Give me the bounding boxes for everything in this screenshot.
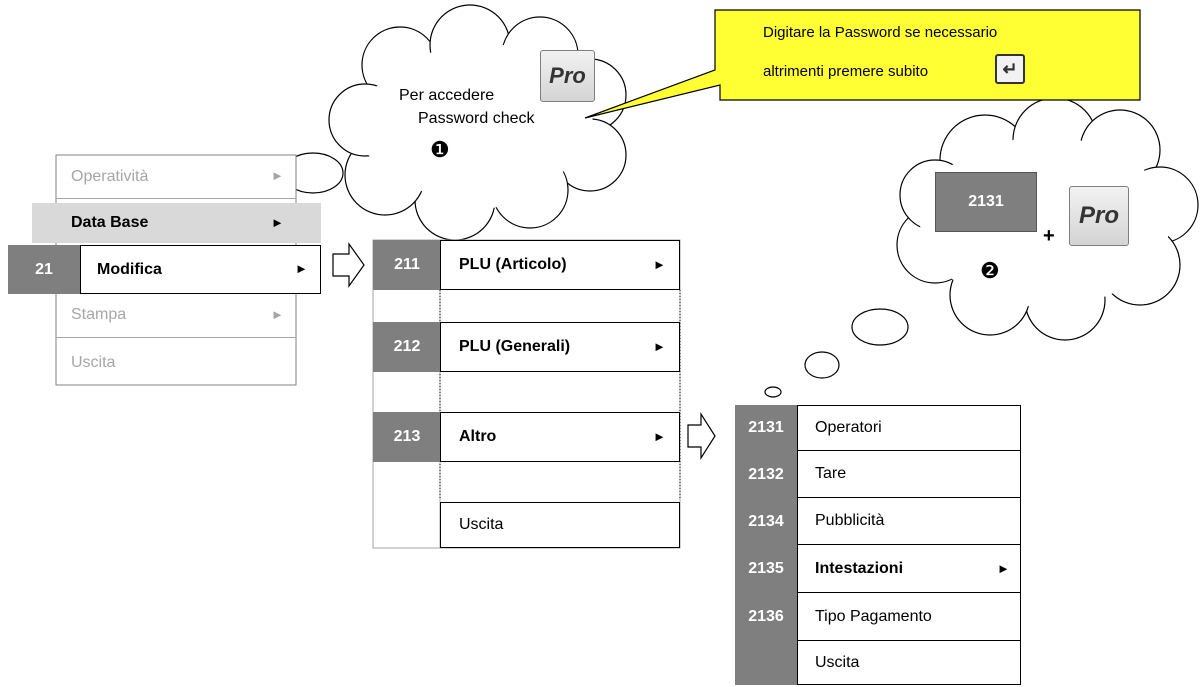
menu-item-label: Tare (815, 465, 847, 482)
enter-key-icon: ↵ (995, 54, 1025, 84)
menu-item-tare[interactable]: Tare (797, 451, 1021, 498)
menu-item-label: Altro (459, 428, 497, 445)
code-2131: 2131 (748, 419, 784, 436)
altro-code-column (735, 405, 797, 685)
menu-item-label: Uscita (815, 654, 860, 671)
main-menu: Operatività ► Data Base ► Stampa ► Uscit… (56, 155, 296, 385)
code-2134: 2134 (748, 512, 784, 530)
menu-item-label: Uscita (459, 516, 504, 533)
menu-item-label: Intestazioni (815, 559, 904, 577)
menu-item-label: Stampa (71, 305, 127, 323)
block-arrow-1 (332, 242, 365, 288)
menu-item-operatori[interactable]: Operatori (797, 405, 1021, 451)
menu-item-label: Operatori (815, 418, 882, 436)
menu-item-intestazioni[interactable]: Intestazioni ► (797, 545, 1021, 593)
data-base-highlight (32, 203, 321, 243)
menu-item-label: Data Base (71, 214, 149, 231)
code-2132: 2132 (748, 465, 784, 483)
pro-key-icon: Pro (540, 50, 595, 102)
plus-sign: + (1043, 225, 1055, 247)
menu-item-plu-generali[interactable]: PLU (Generali) ► (440, 322, 680, 372)
menu-item-plu-articolo[interactable]: PLU (Articolo) ► (440, 240, 680, 290)
pro-key-icon: Pro (1069, 186, 1129, 246)
menu-item-label: Modifica (97, 260, 162, 278)
modifica-menu-frame (372, 239, 681, 549)
menu-item-label: Uscita (71, 354, 116, 371)
submenu-arrow-icon: ► (653, 257, 666, 272)
thought-bubbles-2 (764, 308, 909, 398)
menu-item-stampa[interactable]: Stampa ► (56, 292, 296, 338)
cloud1-line-1: Per accedere (399, 87, 495, 104)
menu-item-uscita[interactable]: Uscita (56, 341, 296, 385)
code-2136: 2136 (748, 608, 784, 625)
altro-menu (797, 405, 1021, 685)
menu-item-uscita[interactable]: Uscita (797, 641, 1021, 685)
callout-line-2: altrimenti premere subito (763, 63, 929, 80)
password-callout (584, 9, 1141, 119)
step-2-marker: ❷ (980, 258, 1000, 283)
code-2135: 2135 (748, 560, 784, 577)
menu-item-uscita[interactable]: Uscita (440, 502, 680, 548)
menu-item-pubblicita[interactable]: Pubblicità (797, 498, 1021, 545)
submenu-arrow-icon: ► (295, 261, 308, 276)
code-2131-box: 2131 (935, 172, 1037, 232)
step-1-marker: ❶ (430, 137, 450, 162)
submenu-arrow-icon: ► (271, 307, 284, 322)
code-212: 212 (373, 322, 441, 372)
code-211: 211 (373, 240, 441, 290)
menu-item-label: PLU (Generali) (459, 338, 571, 355)
submenu-arrow-icon: ► (653, 339, 666, 354)
menu-item-label: Operatività (71, 167, 149, 185)
callout-line-1: Digitare la Password se necessario (763, 24, 998, 41)
menu-item-data-base[interactable]: Data Base ► (56, 203, 296, 243)
menu-item-label: Tipo Pagamento (815, 607, 932, 625)
submenu-arrow-icon: ► (997, 561, 1010, 576)
code-213: 213 (373, 412, 441, 462)
code-21: 21 (8, 245, 80, 294)
submenu-arrow-icon: ► (653, 429, 666, 444)
menu-item-tipo-pagamento[interactable]: Tipo Pagamento (797, 593, 1021, 641)
block-arrow-2 (687, 411, 716, 461)
submenu-arrow-icon: ► (271, 215, 284, 230)
menu-item-altro[interactable]: Altro ► (440, 412, 680, 462)
thought-cloud-1 (328, 4, 627, 241)
menu-item-label: Pubblicità (815, 512, 885, 529)
menu-item-operativita[interactable]: Operatività ► (56, 155, 296, 199)
menu-item-label: PLU (Articolo) (459, 256, 567, 273)
submenu-arrow-icon: ► (271, 168, 284, 183)
cloud1-line-2: Password check (418, 110, 535, 127)
menu-item-modifica[interactable]: Modifica ► (80, 245, 321, 294)
